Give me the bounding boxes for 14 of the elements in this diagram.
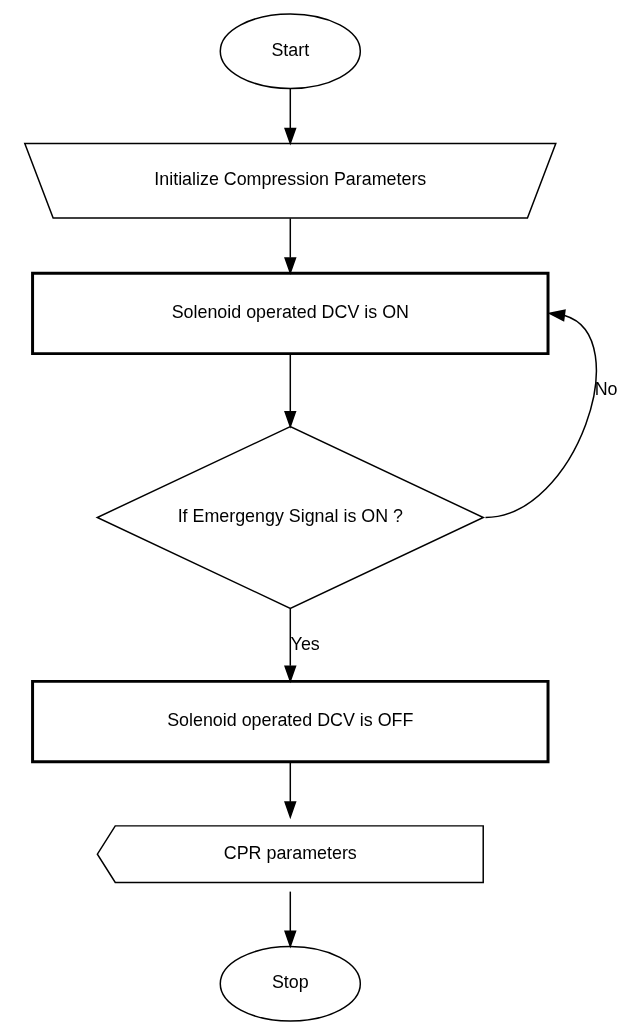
edge-label: No [594,378,618,399]
arrow [284,217,297,276]
node-diamond: If Emergengy Signal is ON ? [95,425,486,610]
node-ellipse: Stop [219,945,362,1022]
arrow [284,761,297,820]
arrow [284,608,297,684]
arrow [284,890,297,949]
node-box: Solenoid operated DCV is OFF [31,679,550,764]
edge-label: Yes [290,633,320,654]
arrow [284,87,297,146]
arrow [284,352,297,429]
node-ellipse: Start [219,13,362,90]
arrow [484,309,597,519]
node-box: Solenoid operated DCV is ON [31,271,550,356]
